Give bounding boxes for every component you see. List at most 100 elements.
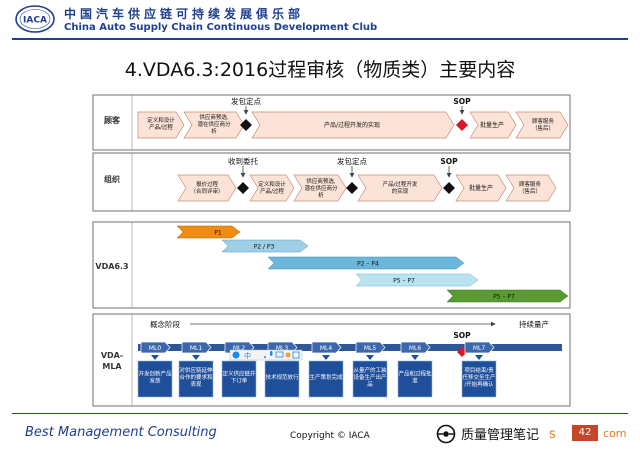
vda63-bar-p57-green-label: P5 – P7 (493, 294, 515, 301)
org-milestone-sop: SOP (440, 157, 458, 166)
ml-pointer-4 (322, 355, 330, 360)
org-step-4 (357, 174, 443, 202)
mla-sop-diamond (457, 347, 467, 357)
mla-timeline-bar (138, 344, 562, 351)
header-title-cn: 中国汽车供应链可持续发展俱乐部 (64, 7, 305, 21)
logo-text: IACA (23, 16, 47, 26)
customer-step-2-label: 供应商预选,潜在供应商分析 (197, 113, 231, 135)
org-milestone-order: 收到委托 (228, 156, 258, 166)
ml-desc-text-3: 技术规范放行 (265, 373, 299, 381)
org-step-5 (455, 174, 507, 202)
ml-label-1: ML1 (190, 345, 203, 352)
ml-desc-box-0 (137, 360, 173, 398)
org-step-2 (249, 174, 295, 202)
vda63-bar-p57-light-label: P5 – P7 (393, 278, 415, 285)
customer-milestone-sop: SOP (453, 97, 471, 106)
slide-title: 4.VDA6.3:2016过程审核（物质类）主要内容 (124, 59, 516, 81)
ime-toolbar (229, 349, 303, 361)
iaca-logo: IACA (15, 5, 55, 33)
vdamla-row-label-2: MLA (102, 362, 122, 371)
ml-desc-box-4 (308, 360, 344, 398)
wechat-account-name: 质量管理笔记 (461, 428, 540, 443)
ml-marker-5 (355, 341, 386, 354)
ml-label-7: ML7 (473, 345, 486, 352)
ml-label-6: ML6 (409, 345, 422, 352)
ml-label-2: ML2 (233, 345, 246, 352)
customer-step-3 (251, 111, 455, 139)
vda63-bar-p1 (176, 225, 241, 239)
page-number-badge: 42 (572, 425, 598, 441)
chinese-input-icon: 中 (244, 351, 251, 360)
footer-copyright: Copyright © IACA (290, 431, 370, 441)
org-milestone-award: 发包定点 (337, 156, 367, 166)
ml-desc-text-0: 开发创新产品发放 (138, 369, 172, 384)
ml-marker-6 (400, 341, 431, 354)
ml-marker-7 (464, 341, 495, 354)
ml-pointer-6 (411, 355, 419, 360)
org-step-1 (177, 174, 237, 202)
header-title-en: China Auto Supply Chain Continuous Devel… (64, 22, 378, 33)
keyboard-icon (275, 351, 284, 358)
ml-pointer-0 (151, 355, 159, 360)
org-step-3 (293, 174, 347, 202)
ml-label-3: ML3 (276, 345, 289, 352)
ml-desc-text-1: 对供应链延伸合作的要求和表现 (179, 366, 213, 388)
microphone-icon (270, 351, 273, 356)
mla-phase-series: 持续量产 (519, 319, 549, 329)
org-award-diamond (346, 182, 358, 194)
watermark-url-prefix: s (549, 427, 556, 442)
customer-step-2 (183, 111, 245, 139)
org-row-label: 组织 (104, 174, 120, 184)
org-step-6-label: 顾客服务（售后） (519, 180, 542, 195)
mla-sop-label: SOP (453, 331, 471, 340)
org-sop-diamond (443, 182, 455, 194)
ml-desc-box-7 (461, 360, 497, 398)
vda63-bar-p1-label: P1 (214, 230, 222, 237)
ml-pointer-1 (192, 355, 200, 360)
mla-phase-concept: 概念阶段 (150, 319, 180, 329)
org-step-3-label: 供应商预选,潜在供应商分析 (304, 177, 338, 199)
punctuation-icon (264, 356, 266, 358)
skin-icon (285, 352, 291, 358)
customer-step-3-label: 产品/过程开发的实现 (324, 121, 380, 129)
ml-label-5: ML5 (364, 345, 377, 352)
vda63-bar-p57-green (446, 289, 569, 303)
wechat-logo-icon (436, 424, 456, 444)
ml-pointer-7 (475, 355, 483, 360)
customer-sop-diamond (456, 119, 468, 131)
org-step-1-label: 报价过程（合同评审） (190, 180, 223, 195)
customer-step-5-label: 顾客服务（售后） (532, 117, 555, 132)
ml-marker-1 (181, 341, 212, 354)
ml-marker-0 (140, 341, 171, 354)
watermark-url-suffix: com (603, 427, 627, 440)
logo-s-icon (232, 351, 240, 359)
customer-step-5 (515, 111, 569, 139)
customer-step-1-label: 定义和设计产品/过程 (147, 116, 175, 131)
ml-desc-box-1 (178, 360, 214, 398)
ml-desc-box-3 (264, 360, 300, 398)
ml-desc-text-4: 生产策划完成 (309, 373, 343, 381)
ml-desc-box-5 (352, 360, 388, 398)
org-step-4-label: 产品/过程开发的实现 (383, 180, 418, 195)
header-divider (12, 38, 628, 40)
org-step-5-label: 批量生产 (469, 184, 493, 192)
vda63-bar-p23-label: P2 / P3 (254, 244, 275, 251)
vda63-bar-p57-light (355, 273, 479, 287)
footer-divider (12, 413, 628, 414)
vda63-bar-p23 (221, 239, 309, 253)
customer-step-4 (469, 111, 517, 139)
vda63-row-label: VDA6.3 (95, 262, 128, 271)
ml-desc-text-6: 产品和过程批准 (398, 369, 432, 384)
ml-pointer-5 (366, 355, 374, 360)
footer-company: Best Management Consulting (25, 425, 217, 440)
vdamla-row-label-1: VDA- (101, 351, 123, 360)
vda63-bar-p24 (267, 256, 465, 270)
ml-desc-box-6 (397, 360, 433, 398)
customer-award-diamond (240, 119, 252, 131)
ml-desc-text-2: 定义供应链并下订单 (222, 369, 256, 384)
org-step-6 (505, 174, 557, 202)
ml-desc-box-2 (221, 360, 257, 398)
org-order-diamond (237, 182, 249, 194)
ml-label-0: ML0 (149, 345, 162, 352)
